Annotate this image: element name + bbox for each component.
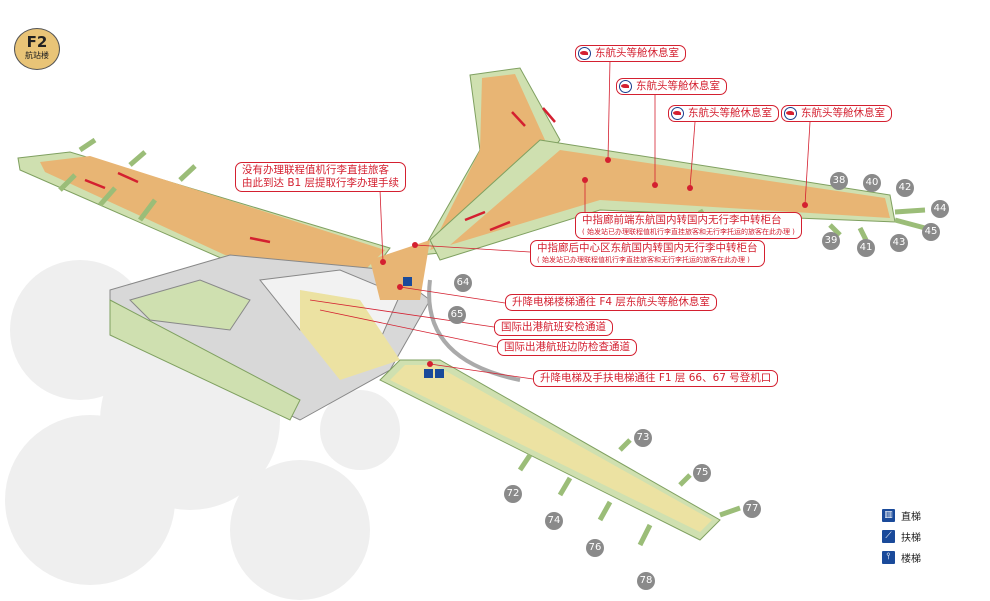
gate-41: 41 [857,239,875,257]
lounge-label: 东航头等舱休息室 [801,107,885,119]
lounge-callout: 东航头等舱休息室 [616,78,727,95]
legend-label: 直梯 [901,512,921,523]
baggage-callout: 没有办理联程值机行李直挂旅客由此到达 B1 层提取行李办理手续 [235,162,407,192]
callout-line: 中指廊前端东航国内转国内无行李中转柜台 [582,214,782,226]
elevator-marker [424,369,433,378]
south-pier [379,279,741,547]
gate-77: 77 [743,500,761,518]
leader-lines [309,59,811,380]
building-label: 航站楼 [25,51,49,60]
escalator-marker [435,369,444,378]
airline-logo-icon [784,107,797,120]
legend: ▥ 直梯 ⟋ 扶梯 ⫯ 楼梯 [882,505,921,568]
gate-78: 78 [637,572,655,590]
callout-line: 没有办理联程值机行李直挂旅客 [242,164,389,176]
legend-label: 扶梯 [901,533,921,544]
legend-stairs: ⫯ 楼梯 [882,547,921,568]
elevator-icon: ▥ [882,509,895,522]
gate-40: 40 [863,174,881,192]
callout-note: ( 始发站已办理联程值机行李直挂旅客和无行李托运的旅客在此办理 ) [537,256,750,264]
airline-logo-icon [619,80,632,93]
stairs-icon: ⫯ [882,551,895,564]
escalator-icon: ⟋ [882,530,895,543]
gate-43: 43 [890,234,908,252]
f1-elevator-callout: 升降电梯及手扶电梯通往 F1 层 66、67 号登机口 [533,370,779,387]
floor-badge: F2 航站楼 [14,28,60,70]
floor-label: F2 [26,33,48,51]
security-callout: 国际出港航班安检通道 [494,319,613,336]
lounge-label: 东航头等舱休息室 [595,47,679,59]
gate-73: 73 [634,429,652,447]
lounge-label: 东航头等舱休息室 [688,107,772,119]
callout-line: 中指廊后中心区东航国内转国内无行李中转柜台 [537,242,758,254]
callout-note: ( 始发站已办理联程值机行李直挂旅客和无行李托运的旅客在此办理 ) [582,228,795,236]
gate-42: 42 [896,179,914,197]
lounge-label: 东航头等舱休息室 [636,80,720,92]
gate-75: 75 [693,464,711,482]
legend-escalator: ⟋ 扶梯 [882,526,921,547]
gate-44: 44 [931,200,949,218]
border-control-callout: 国际出港航班边防检查通道 [497,339,637,356]
gate-45: 45 [922,223,940,241]
lounge-callout: 东航头等舱休息室 [668,105,779,122]
location-dots [380,157,808,367]
flow-arrows [84,107,556,244]
gate-64: 64 [454,274,472,292]
west-pier [17,137,391,276]
rear-counter-callout: 中指廊后中心区东航国内转国内无行李中转柜台 ( 始发站已办理联程值机行李直挂旅客和… [530,240,765,267]
front-counter-callout: 中指廊前端东航国内转国内无行李中转柜台 ( 始发站已办理联程值机行李直挂旅客和无行… [575,212,802,239]
f4-elevator-callout: 升降电梯楼梯通往 F4 层东航头等舱休息室 [505,294,717,311]
callout-line: 由此到达 B1 层提取行李办理手续 [242,177,400,189]
gate-74: 74 [545,512,563,530]
gate-76: 76 [586,539,604,557]
gate-38: 38 [830,172,848,190]
lounge-callout: 东航头等舱休息室 [781,105,892,122]
airline-logo-icon [671,107,684,120]
lounge-callout: 东航头等舱休息室 [575,45,686,62]
gate-72: 72 [504,485,522,503]
legend-label: 楼梯 [901,554,921,565]
gate-39: 39 [822,232,840,250]
legend-elevator: ▥ 直梯 [882,505,921,526]
central-hall [109,240,431,421]
elevator-marker [403,277,412,286]
airline-logo-icon [578,47,591,60]
gate-65: 65 [448,306,466,324]
